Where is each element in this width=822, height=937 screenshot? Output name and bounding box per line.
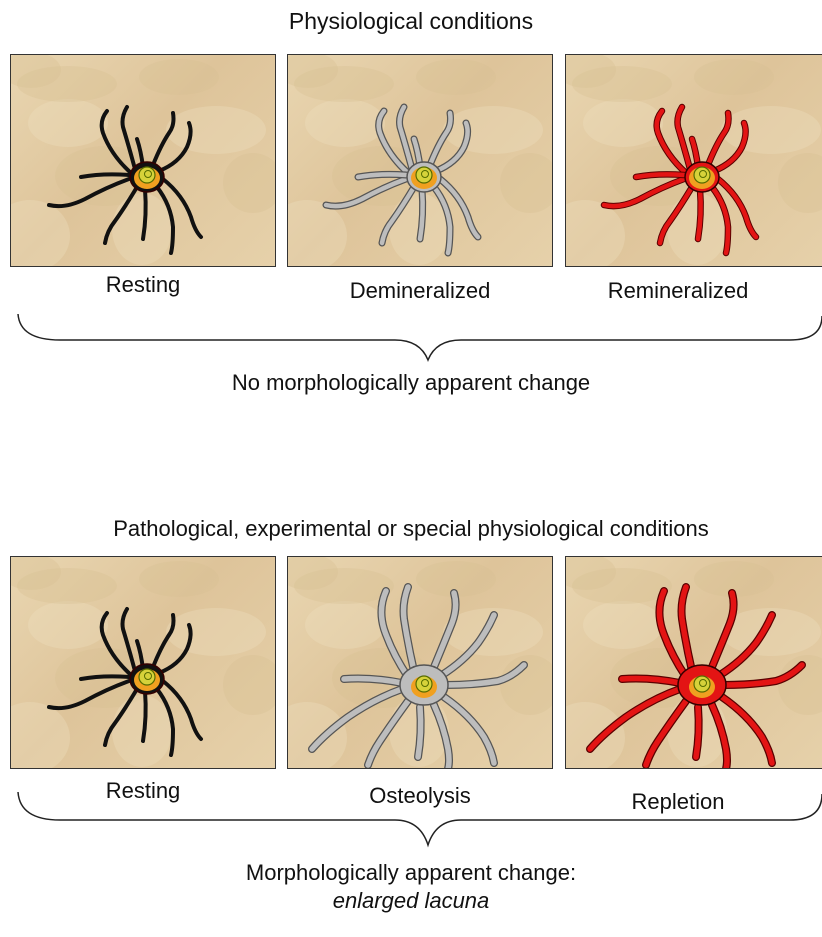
nucleus [139, 167, 155, 183]
remineralized-osteocyte-icon [566, 55, 822, 267]
matrix-texture [112, 695, 172, 767]
top-panel-demineralized [287, 54, 553, 267]
bottom-section-title: Pathological, experimental or special ph… [0, 516, 822, 542]
matrix-texture [112, 193, 172, 265]
bottom-label-resting: Resting [10, 778, 276, 804]
matrix-texture [17, 568, 117, 604]
top-panel-remineralized [565, 54, 822, 267]
resting-osteocyte-icon [11, 55, 276, 267]
matrix-texture [28, 601, 108, 649]
dendrite [636, 174, 684, 177]
matrix-texture [443, 106, 543, 154]
matrix-texture [500, 153, 553, 213]
bottom-panel-repletion [565, 556, 822, 769]
dendrite [418, 707, 421, 757]
matrix-texture [583, 601, 663, 649]
matrix-texture [11, 200, 70, 267]
matrix-texture [17, 66, 117, 102]
matrix-texture [28, 99, 108, 147]
matrix-texture [223, 655, 276, 715]
demineralized-osteocyte-icon [288, 55, 553, 267]
dendrite [358, 174, 406, 177]
bottom-caption-line1: Morphologically apparent change: [0, 860, 822, 886]
bottom-panel-osteolysis [287, 556, 553, 769]
matrix-texture [305, 601, 385, 649]
nucleus [694, 676, 710, 692]
matrix-texture [566, 702, 625, 769]
matrix-texture [694, 59, 774, 95]
matrix-texture [778, 153, 822, 213]
matrix-texture [139, 561, 219, 597]
nucleus [416, 676, 432, 692]
top-label-resting: Resting [10, 272, 276, 298]
dendrite [420, 189, 423, 239]
resting-osteocyte-icon [11, 557, 276, 769]
top-label-demineralized: Demineralized [287, 278, 553, 304]
matrix-texture [572, 568, 672, 604]
osteolysis-osteocyte-icon [288, 557, 553, 769]
bottom-label-osteolysis: Osteolysis [287, 783, 553, 809]
matrix-texture [294, 568, 394, 604]
top-panel-resting [10, 54, 276, 267]
matrix-texture [166, 608, 266, 656]
top-label-remineralized: Remineralized [545, 278, 811, 304]
dendrite [698, 189, 701, 239]
matrix-texture [721, 106, 821, 154]
repletion-osteocyte-icon [566, 557, 822, 769]
matrix-texture [572, 66, 672, 102]
matrix-texture [416, 59, 496, 95]
matrix-texture [166, 106, 266, 154]
matrix-texture [223, 153, 276, 213]
matrix-texture [288, 702, 347, 769]
nucleus [139, 669, 155, 685]
matrix-texture [139, 59, 219, 95]
matrix-texture [11, 702, 70, 769]
matrix-texture [294, 66, 394, 102]
bottom-label-repletion: Repletion [545, 789, 811, 815]
matrix-texture [566, 200, 625, 267]
nucleus [416, 167, 432, 183]
top-caption: No morphologically apparent change [0, 370, 822, 396]
matrix-texture [288, 200, 347, 267]
matrix-texture [305, 99, 385, 147]
bottom-panel-resting [10, 556, 276, 769]
top-section-title: Physiological conditions [0, 8, 822, 35]
matrix-texture [583, 99, 663, 147]
nucleus [694, 167, 710, 183]
bottom-caption-line2: enlarged lacuna [0, 888, 822, 914]
dendrite [696, 707, 699, 757]
